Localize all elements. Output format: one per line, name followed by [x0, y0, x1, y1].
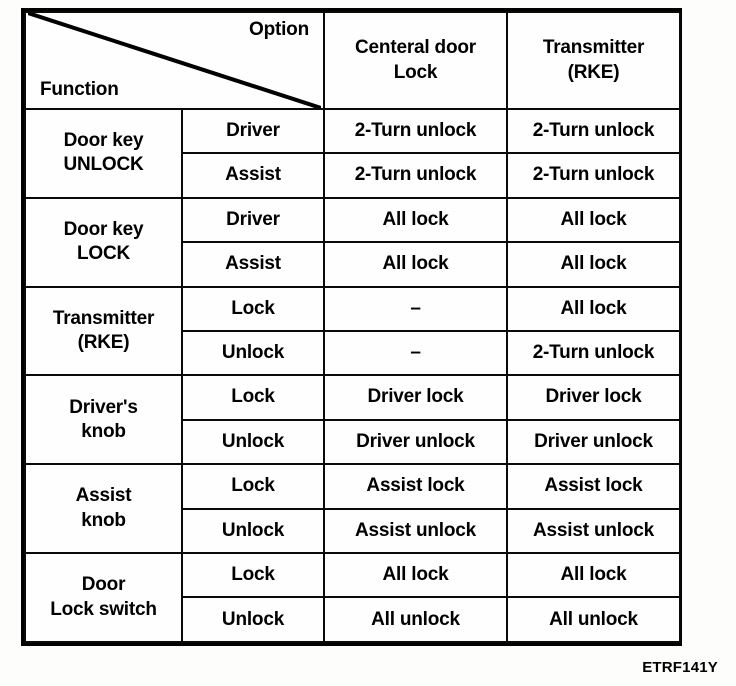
function-label-cell: Door Lock switch — [24, 552, 183, 643]
option-cell: Lock — [181, 552, 325, 599]
corner-option-label: Option — [248, 19, 309, 40]
function-label-cell: Door key LOCK — [24, 196, 183, 288]
central-door-lock-cell: 2-Turn unlock — [323, 107, 508, 155]
table-row: Transmitter (RKE) Lock – All lock — [24, 285, 681, 377]
transmitter-rke-cell: All unlock — [506, 596, 681, 643]
function-label-cell: Transmitter (RKE) — [24, 285, 183, 377]
matrix-body: Option Function Centeral door Lock Trans… — [24, 11, 681, 643]
corner-diagonal-header-cell: Option Function — [24, 11, 325, 110]
column-header-transmitter-rke-line2: (RKE) — [567, 61, 620, 83]
transmitter-rke-cell: 2-Turn unlock — [506, 152, 681, 199]
central-door-lock-cell: Driver lock — [323, 374, 508, 421]
table-row: Assist knob Lock Assist lock Assist lock — [24, 463, 681, 555]
column-header-transmitter-rke: Transmitter (RKE) — [506, 11, 681, 110]
function-label-line2: knob — [81, 509, 126, 531]
corner-function-label: Function — [40, 78, 119, 100]
column-header-central-door-lock-line2: Lock — [393, 61, 438, 83]
transmitter-rke-cell: Assist unlock — [506, 507, 681, 555]
option-cell: Unlock — [181, 330, 325, 377]
function-label-cell: Assist knob — [24, 463, 183, 555]
function-label-cell: Driver's knob — [24, 374, 183, 466]
column-header-transmitter-rke-line1: Transmitter — [542, 37, 645, 59]
transmitter-rke-cell: Driver unlock — [506, 418, 681, 466]
table-row: Unlock All unlock All unlock — [25, 596, 681, 643]
table-row: Assist 2-Turn unlock 2-Turn unlock — [25, 152, 681, 199]
transmitter-rke-cell: All lock — [506, 285, 681, 333]
figure-caption: ETRF141Y — [642, 659, 718, 676]
central-door-lock-cell: All lock — [323, 241, 508, 288]
central-door-lock-cell: – — [323, 285, 508, 333]
transmitter-rke-cell: Driver lock — [506, 374, 681, 421]
central-door-lock-cell: – — [323, 330, 508, 377]
option-cell: Driver — [181, 196, 325, 244]
transmitter-rke-cell: Assist lock — [506, 463, 681, 510]
table-row: Door Lock switch Lock All lock All lock — [24, 552, 681, 643]
table-row: Unlock – 2-Turn unlock — [25, 330, 681, 377]
table-row: Door key LOCK Driver All lock All lock — [24, 196, 681, 288]
function-label-cell: Door key UNLOCK — [24, 108, 183, 199]
column-header-central-door-lock: Centeral door Lock — [323, 11, 508, 110]
matrix-table: Option Function Centeral door Lock Trans… — [24, 11, 681, 643]
transmitter-rke-cell: All lock — [506, 196, 681, 244]
function-label-line2: (RKE) — [77, 332, 130, 354]
option-cell: Lock — [181, 374, 325, 421]
option-cell: Unlock — [181, 596, 325, 643]
option-cell: Unlock — [181, 418, 325, 466]
function-label-line2: UNLOCK — [63, 154, 144, 176]
table-row: Unlock Driver unlock Driver unlock — [25, 418, 681, 466]
option-cell: Lock — [181, 463, 325, 510]
transmitter-rke-cell: 2-Turn unlock — [506, 107, 681, 155]
function-label-line1: Door key — [63, 218, 144, 240]
function-label-line1: Door key — [63, 130, 144, 152]
option-cell: Lock — [181, 285, 325, 333]
function-label-line1: Assist — [75, 485, 132, 507]
function-label-line2: knob — [81, 420, 126, 442]
door-lock-function-matrix-table: Option Function Centeral door Lock Trans… — [21, 8, 682, 646]
transmitter-rke-cell: 2-Turn unlock — [506, 330, 681, 377]
central-door-lock-cell: 2-Turn unlock — [323, 152, 508, 199]
option-cell: Assist — [181, 241, 325, 288]
function-label-line1: Door — [81, 574, 126, 596]
option-cell: Driver — [181, 107, 325, 155]
table-row: Door key UNLOCK Driver 2-Turn unlock 2-T… — [24, 107, 681, 199]
column-header-central-door-lock-line1: Centeral door — [355, 37, 476, 59]
table-row: Unlock Assist unlock Assist unlock — [25, 507, 681, 555]
central-door-lock-cell: All unlock — [323, 596, 508, 643]
diagonal-divider-icon — [28, 13, 321, 108]
transmitter-rke-cell: All lock — [506, 241, 681, 288]
table-row: Driver's knob Lock Driver lock Driver lo… — [24, 374, 681, 466]
central-door-lock-cell: Assist unlock — [323, 507, 508, 555]
central-door-lock-cell: All lock — [323, 196, 508, 244]
function-label-line1: Transmitter — [52, 307, 155, 329]
function-label-line2: LOCK — [76, 243, 131, 265]
central-door-lock-cell: Driver unlock — [323, 418, 508, 466]
central-door-lock-cell: Assist lock — [323, 463, 508, 510]
function-label-line1: Driver's — [69, 396, 138, 418]
option-cell: Assist — [181, 152, 325, 199]
transmitter-rke-cell: All lock — [506, 552, 681, 599]
central-door-lock-cell: All lock — [323, 552, 508, 599]
table-header-row: Option Function Centeral door Lock Trans… — [24, 11, 681, 110]
table-row: Assist All lock All lock — [25, 241, 681, 288]
function-label-line2: Lock switch — [50, 598, 157, 620]
corner-inner: Option Function — [28, 13, 321, 108]
option-cell: Unlock — [181, 507, 325, 555]
